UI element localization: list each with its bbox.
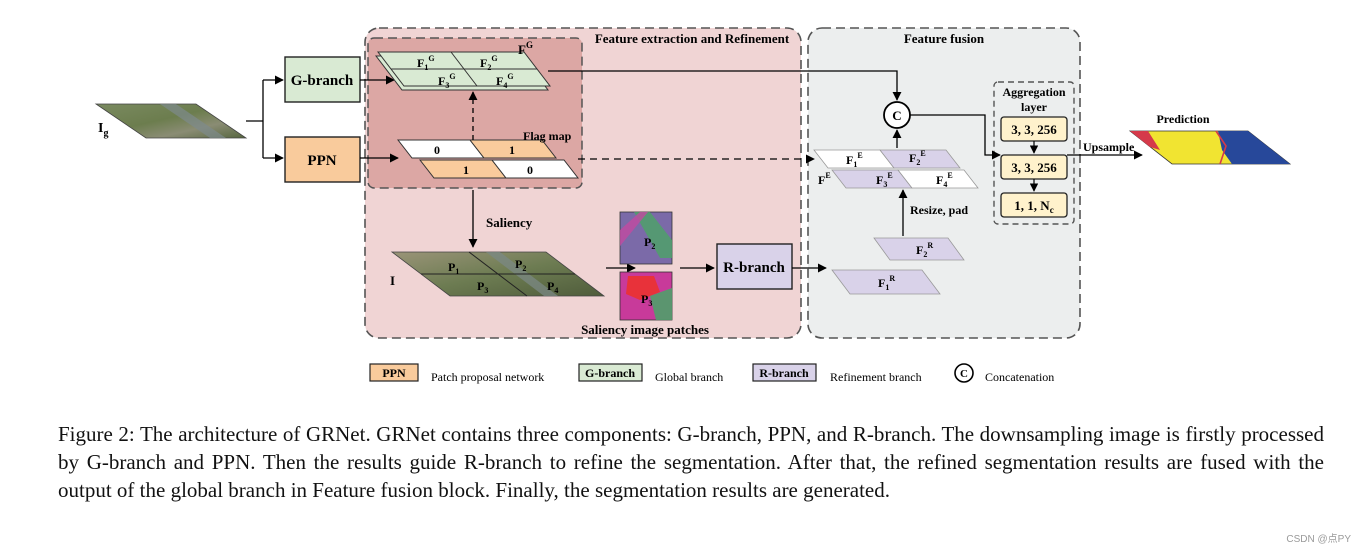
flag-value-2: 1	[509, 143, 515, 157]
saliency-label: Saliency	[486, 215, 533, 230]
fr-patch-2-label: F2R	[916, 241, 933, 259]
upsample-label: Upsample	[1083, 140, 1135, 154]
fr-patch-1-label: F1R	[878, 274, 895, 292]
legend-concat-icon	[954, 363, 974, 383]
legend-ppn-text: Patch proposal network	[431, 370, 544, 384]
flag-map	[396, 139, 580, 179]
saliency-patch-p3-label: P3	[641, 292, 652, 308]
ppn-box	[284, 136, 361, 183]
concat-symbol: C	[892, 108, 901, 123]
g-branch-label: G-branch	[291, 73, 354, 89]
legend: PPN Patch proposal network G-branch Glob…	[369, 363, 1054, 384]
fe-cell-1: F1E	[846, 151, 863, 169]
fg-cell-4: F4G	[496, 72, 514, 90]
fe-feature-map	[813, 149, 979, 189]
aggregation-layer-3-label: 1, 1, Nc	[1014, 198, 1053, 215]
aggregation-layer-3	[1000, 192, 1068, 218]
ppn-label: PPN	[307, 153, 336, 169]
fg-label: FG	[518, 40, 533, 57]
architecture-diagram: Feature extraction and Refinement Featur…	[94, 27, 1292, 384]
feature-fusion-title: Feature fusion	[904, 31, 985, 46]
legend-g-branch-key: G-branch	[585, 366, 635, 380]
aggregation-layer-2-label: 3, 3, 256	[1011, 160, 1057, 175]
fr-patch-2	[873, 237, 965, 261]
prediction-label: Prediction	[1156, 112, 1209, 126]
fe-label: FE	[818, 171, 831, 187]
fe-cell-2: F2E	[909, 149, 926, 167]
flag-value-3: 1	[463, 163, 469, 177]
patch-1-label: P1	[448, 260, 459, 276]
fg-cell-3: F3G	[438, 72, 456, 90]
watermark: CSDN @点PY	[1286, 534, 1351, 545]
saliency-patches-caption: Saliency image patches	[581, 322, 709, 337]
resize-label: Resize, pad	[910, 203, 968, 217]
fg-feature-map	[374, 51, 552, 91]
legend-r-branch-key: R-branch	[759, 366, 809, 380]
r-branch-label: R-branch	[723, 260, 785, 276]
legend-ppn-swatch	[369, 363, 419, 382]
fe-cell-3: F3E	[876, 171, 893, 189]
feature-extraction-title: Feature extraction and Refinement	[595, 31, 790, 46]
saliency-patch-p2	[619, 211, 673, 265]
legend-g-branch-swatch	[578, 363, 643, 382]
patch-divider-v	[468, 251, 528, 297]
legend-concat-text: Concatenation	[985, 370, 1054, 384]
aggregation-title-1: Aggregation	[1002, 85, 1065, 99]
input-label: Ig	[98, 121, 108, 139]
prediction-map	[1128, 130, 1292, 165]
fg-cell-2: F2G	[480, 54, 498, 72]
legend-ppn-key: PPN	[382, 366, 406, 380]
saliency-patch-p3	[619, 271, 673, 321]
flag-value-1: 0	[434, 143, 440, 157]
flag-map-label: Flag map	[523, 129, 572, 143]
fg-cell-1: F1G	[417, 54, 435, 72]
patch-2-label: P2	[515, 257, 526, 273]
r-branch-box	[716, 243, 793, 290]
input-image-road	[160, 104, 226, 138]
aggregation-title-2: layer	[1021, 100, 1048, 114]
fr-patch-1	[831, 269, 941, 295]
patch-4-label: P4	[547, 279, 558, 295]
arrow-concat-to-aggregation	[910, 114, 1001, 160]
legend-r-branch-text: Refinement branch	[830, 370, 922, 384]
legend-r-branch-swatch	[752, 363, 817, 382]
legend-g-branch-text: Global branch	[655, 370, 723, 384]
patch-3-label: P3	[477, 279, 488, 295]
figure-caption: Figure 2: The architecture of GRNet. GRN…	[58, 422, 1324, 502]
legend-concat-key: C	[960, 368, 968, 380]
saliency-patch-p2-label: P2	[644, 235, 655, 251]
flag-value-4: 0	[527, 163, 533, 177]
aggregation-layer-1-label: 3, 3, 256	[1011, 122, 1057, 137]
arrow-fg-to-concat	[548, 70, 902, 101]
image-label: I	[390, 273, 395, 288]
fe-cell-4: F4E	[936, 171, 953, 189]
